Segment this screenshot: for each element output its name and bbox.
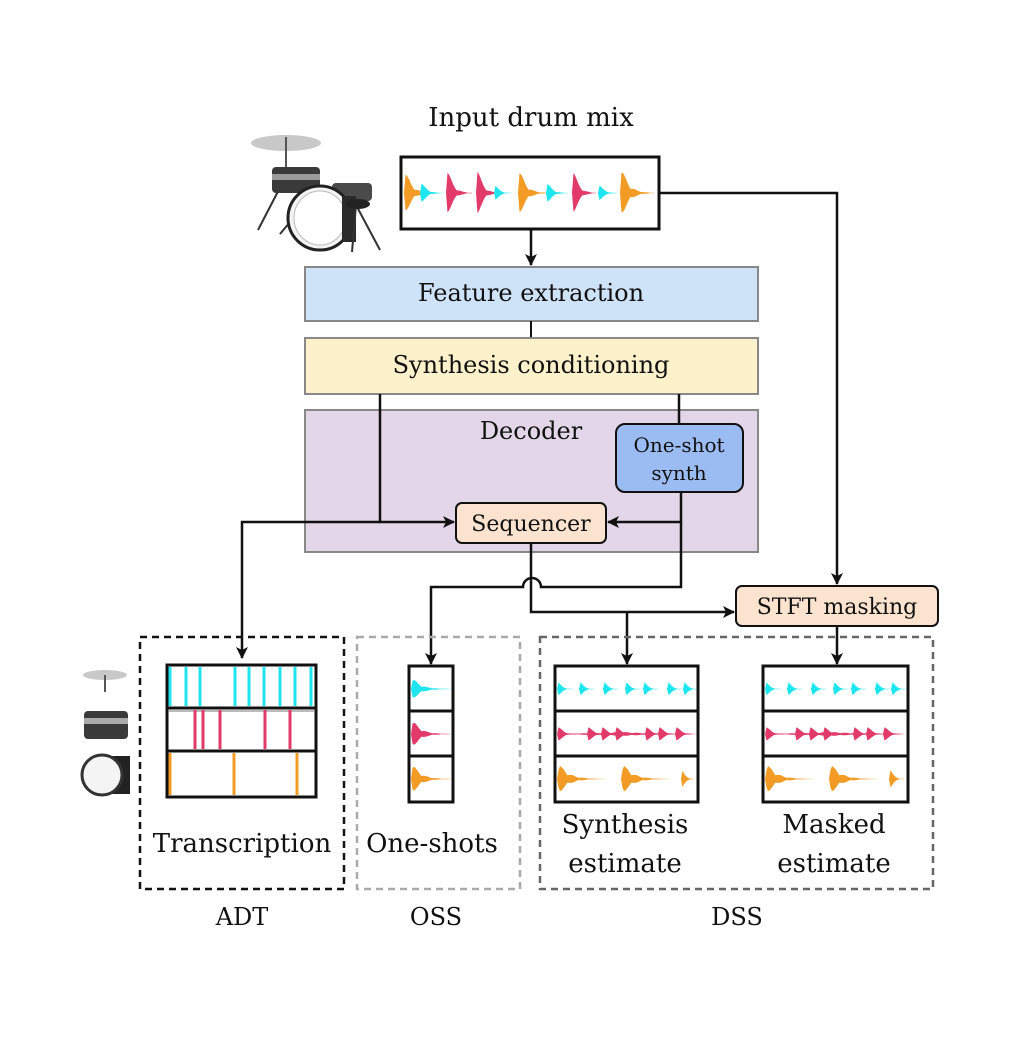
synthesis-conditioning-label: Synthesis conditioning — [393, 351, 670, 379]
masked-cymbal-burst — [891, 682, 907, 696]
drum-kit-icon — [251, 135, 381, 253]
dss-group-label: DSS — [711, 903, 763, 931]
synthesis-estimate-label-1: Synthesis — [562, 810, 689, 840]
input-burst — [494, 185, 512, 200]
masked-kick-burst — [829, 766, 877, 792]
synthesis-snare-tail — [557, 732, 692, 736]
adt-group-label: ADT — [215, 903, 269, 931]
input-burst — [476, 171, 500, 214]
input-burst — [572, 173, 596, 212]
masked-estimate-label-1: Masked — [782, 810, 885, 840]
kick-one-shot — [411, 766, 451, 791]
synthesis-cymbal-burst — [625, 682, 641, 696]
feature-extraction-block: Feature extraction — [304, 266, 759, 322]
synthesis-cymbal-burst — [643, 682, 659, 696]
one-shots-label: One-shots — [366, 829, 498, 859]
synthesis-cymbal-burst — [603, 682, 619, 696]
masked-cymbal-burst — [811, 682, 827, 696]
masked-cymbal-burst — [765, 682, 781, 696]
masked-snare-burst — [883, 727, 905, 741]
input-mix-title: Input drum mix — [428, 103, 634, 133]
input-burst — [620, 172, 654, 213]
synthesis-kick-burst — [681, 770, 694, 787]
masked-cymbal-burst — [875, 682, 891, 696]
synthesis-kick-burst — [621, 766, 669, 792]
input-waveform — [399, 155, 661, 231]
stft-masking-block: STFT masking — [735, 585, 939, 627]
masked-kick-burst — [765, 766, 813, 792]
input-burst — [404, 174, 434, 211]
synthesis-cymbal-burst — [667, 682, 683, 696]
stft-masking-label: STFT masking — [757, 595, 918, 620]
masked-cymbal-burst — [851, 682, 867, 696]
sequencer-label: Sequencer — [471, 512, 591, 537]
masked-cymbal-burst — [787, 682, 803, 696]
masked-estimate-label-2: estimate — [777, 849, 890, 879]
dss-group-box — [538, 635, 935, 891]
synthesis-kick-burst — [557, 766, 605, 792]
sequencer-block: Sequencer — [455, 502, 607, 544]
oss-group-box — [355, 635, 522, 891]
input-burst — [518, 173, 548, 212]
feature-extraction-label: Feature extraction — [418, 279, 644, 307]
synthesis-cymbal-burst — [557, 682, 573, 696]
snare-one-shot — [411, 722, 451, 745]
adt-group-box — [138, 635, 346, 891]
decoder-label: Decoder — [480, 417, 583, 445]
masked-cymbal-burst — [833, 682, 849, 696]
oss-group-label: OSS — [410, 903, 462, 931]
snare-drum-icon — [84, 711, 128, 739]
transcription-piano-roll — [165, 663, 318, 799]
synthesis-estimate-label-2: estimate — [568, 849, 681, 879]
input-burst — [446, 172, 472, 213]
synthesis-cymbal-burst — [683, 682, 699, 696]
masked-kick-burst — [889, 770, 904, 788]
transcription-label: Transcription — [153, 829, 332, 859]
synthesis-cymbal-burst — [579, 682, 595, 696]
one-shot-synth-label-2: synth — [651, 461, 706, 485]
synthesis-estimate-panel — [553, 664, 700, 804]
cymbal-one-shot — [411, 679, 451, 698]
masked-snare-tail — [765, 732, 902, 736]
input-burst — [598, 185, 618, 200]
synthesis-snare-burst — [675, 727, 697, 741]
one-shots-panel — [407, 664, 455, 804]
input-burst — [420, 183, 444, 202]
synthesis-conditioning-block: Synthesis conditioning — [304, 337, 759, 395]
bass-drum-icon — [80, 753, 130, 797]
masked-estimate-panel — [761, 664, 910, 804]
one-shot-synth-label-1: One-shot — [633, 433, 724, 457]
input-burst — [546, 183, 568, 202]
cymbal-icon — [83, 670, 127, 692]
one-shot-synth-block: One-shot synth — [615, 423, 744, 493]
